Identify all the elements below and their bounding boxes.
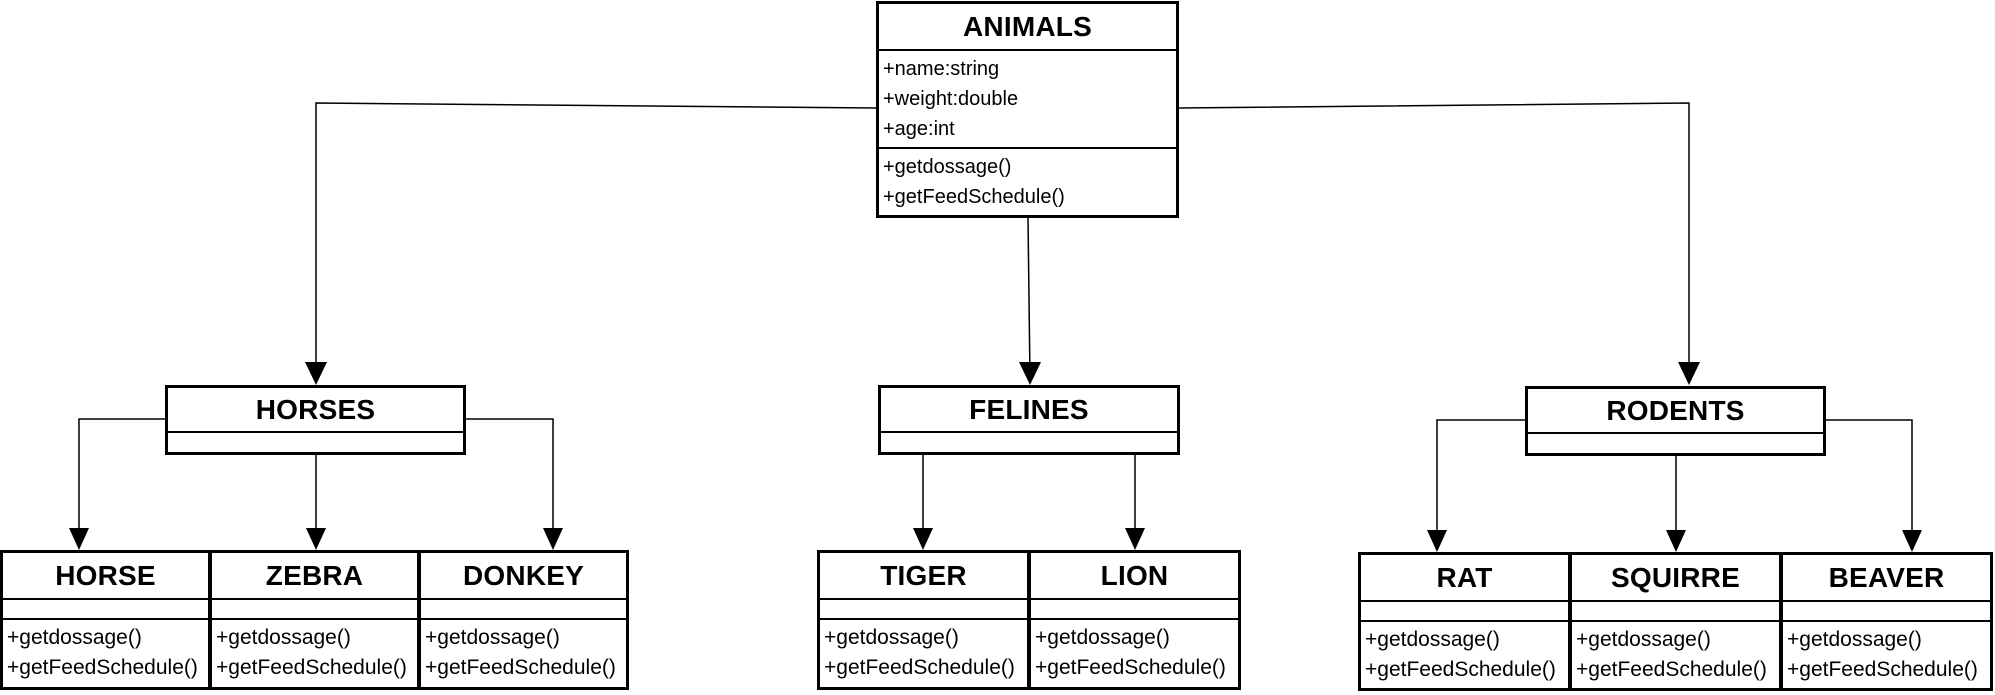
arrowhead-rat xyxy=(1427,530,1447,552)
edge-horses-horse xyxy=(78,418,166,545)
class-lion[interactable]: LION +getdossage() +getFeedSchedule() xyxy=(1028,550,1241,690)
method-getfeedschedule: +getFeedSchedule() xyxy=(883,186,1065,208)
arrowhead-donkey xyxy=(543,528,563,550)
arrowhead-squirre xyxy=(1666,530,1686,552)
class-felines-name: FELINES xyxy=(881,388,1177,433)
class-lion-methods: +getdossage() +getFeedSchedule() xyxy=(1031,620,1238,686)
class-horses-attributes xyxy=(168,433,463,451)
edge-rodents-rat xyxy=(1436,419,1526,547)
class-horse-methods: +getdossage() +getFeedSchedule() xyxy=(3,620,208,686)
edge-horses-donkey xyxy=(465,418,554,545)
class-horse[interactable]: HORSE +getdossage() +getFeedSchedule() xyxy=(0,550,211,690)
class-horse-attributes xyxy=(3,600,208,620)
method-getdossage: +getdossage() xyxy=(1576,628,1711,651)
method-getdossage: +getdossage() xyxy=(1787,628,1922,651)
class-zebra-name: ZEBRA xyxy=(212,553,417,600)
class-rat-name: RAT xyxy=(1361,555,1568,602)
method-getfeedschedule: +getFeedSchedule() xyxy=(216,656,407,679)
method-getfeedschedule: +getFeedSchedule() xyxy=(1787,658,1978,681)
method-getdossage: +getdossage() xyxy=(1365,628,1500,651)
class-squirre-name: SQUIRRE xyxy=(1572,555,1779,602)
class-horse-name: HORSE xyxy=(3,553,208,600)
class-horses[interactable]: HORSES xyxy=(165,385,466,455)
arrowhead-zebra xyxy=(306,528,326,550)
edge-animals-felines xyxy=(1027,217,1031,379)
method-getfeedschedule: +getFeedSchedule() xyxy=(7,656,198,679)
class-felines[interactable]: FELINES xyxy=(878,385,1180,455)
class-rat-methods: +getdossage() +getFeedSchedule() xyxy=(1361,622,1568,688)
method-getfeedschedule: +getFeedSchedule() xyxy=(824,656,1015,679)
class-tiger[interactable]: TIGER +getdossage() +getFeedSchedule() xyxy=(817,550,1030,690)
method-getfeedschedule: +getFeedSchedule() xyxy=(425,656,616,679)
class-tiger-methods: +getdossage() +getFeedSchedule() xyxy=(820,620,1027,686)
method-getdossage: +getdossage() xyxy=(216,626,351,649)
arrowhead-felines xyxy=(1019,362,1041,385)
attribute-name: +name:string xyxy=(883,58,1000,80)
class-animals-attributes: +name:string +weight:double +age:int xyxy=(879,51,1176,149)
class-zebra-attributes xyxy=(212,600,417,620)
class-squirre[interactable]: SQUIRRE +getdossage() +getFeedSchedule() xyxy=(1569,552,1782,691)
class-horses-name: HORSES xyxy=(168,388,463,433)
arrowhead-tiger xyxy=(913,528,933,550)
class-beaver-name: BEAVER xyxy=(1783,555,1990,602)
class-zebra-methods: +getdossage() +getFeedSchedule() xyxy=(212,620,417,686)
class-donkey-name: DONKEY xyxy=(421,553,626,600)
arrowhead-rodents xyxy=(1678,362,1700,385)
class-tiger-attributes xyxy=(820,600,1027,620)
class-lion-attributes xyxy=(1031,600,1238,620)
arrowhead-horse xyxy=(69,528,89,550)
class-squirre-methods: +getdossage() +getFeedSchedule() xyxy=(1572,622,1779,688)
class-squirre-attributes xyxy=(1572,602,1779,622)
class-tiger-name: TIGER xyxy=(820,553,1027,600)
class-donkey[interactable]: DONKEY +getdossage() +getFeedSchedule() xyxy=(418,550,629,690)
arrowhead-horses xyxy=(305,362,327,385)
class-beaver-methods: +getdossage() +getFeedSchedule() xyxy=(1783,622,1990,688)
class-felines-attributes xyxy=(881,433,1177,451)
method-getfeedschedule: +getFeedSchedule() xyxy=(1035,656,1226,679)
method-getfeedschedule: +getFeedSchedule() xyxy=(1576,658,1767,681)
class-rodents[interactable]: RODENTS xyxy=(1525,386,1826,456)
class-beaver[interactable]: BEAVER +getdossage() +getFeedSchedule() xyxy=(1780,552,1993,691)
method-getdossage: +getdossage() xyxy=(824,626,959,649)
class-animals-methods: +getdossage() +getFeedSchedule() xyxy=(879,149,1176,215)
class-lion-name: LION xyxy=(1031,553,1238,600)
method-getdossage: +getdossage() xyxy=(1035,626,1170,649)
method-getdossage: +getdossage() xyxy=(7,626,142,649)
class-rat[interactable]: RAT +getdossage() +getFeedSchedule() xyxy=(1358,552,1571,691)
class-animals[interactable]: ANIMALS +name:string +weight:double +age… xyxy=(876,1,1179,218)
method-getdossage: +getdossage() xyxy=(883,156,1012,178)
attribute-age: +age:int xyxy=(883,118,955,140)
class-rodents-name: RODENTS xyxy=(1528,389,1823,434)
class-rat-attributes xyxy=(1361,602,1568,622)
arrowhead-lion xyxy=(1125,528,1145,550)
class-beaver-attributes xyxy=(1783,602,1990,622)
attribute-weight: +weight:double xyxy=(883,88,1019,110)
method-getdossage: +getdossage() xyxy=(425,626,560,649)
class-animals-name: ANIMALS xyxy=(879,4,1176,51)
edge-animals-horses xyxy=(315,102,878,378)
edge-rodents-beaver xyxy=(1825,419,1913,547)
class-rodents-attributes xyxy=(1528,434,1823,452)
class-donkey-attributes xyxy=(421,600,626,620)
arrowhead-beaver xyxy=(1902,530,1922,552)
class-donkey-methods: +getdossage() +getFeedSchedule() xyxy=(421,620,626,686)
class-zebra[interactable]: ZEBRA +getdossage() +getFeedSchedule() xyxy=(209,550,420,690)
method-getfeedschedule: +getFeedSchedule() xyxy=(1365,658,1556,681)
edge-animals-rodents xyxy=(1177,102,1690,378)
